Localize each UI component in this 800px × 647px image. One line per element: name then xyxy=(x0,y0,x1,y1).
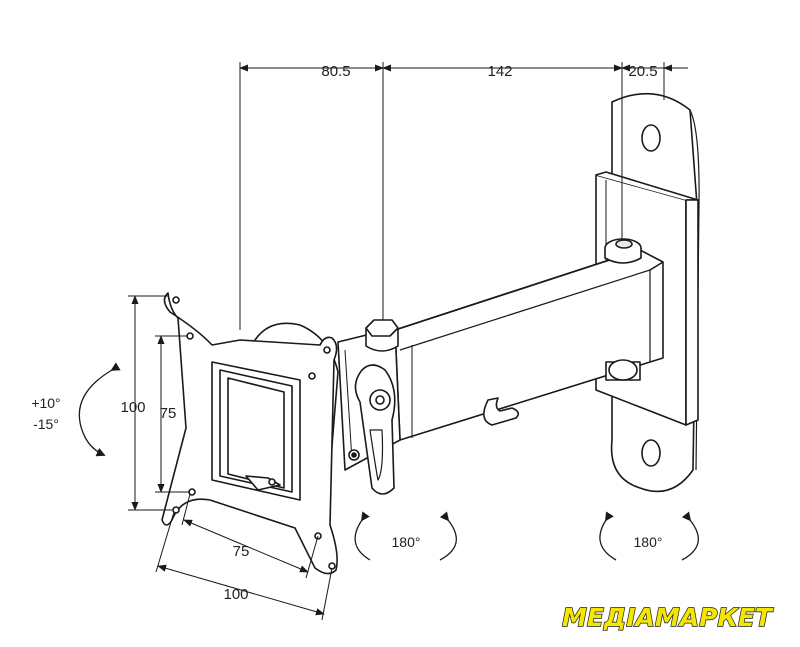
rotation-arrows xyxy=(78,362,699,561)
dimension-lines xyxy=(128,62,688,621)
swivel-head-label: 180° xyxy=(392,534,421,550)
dim-75-vertical: 75 xyxy=(160,405,177,422)
mediamarket-logo: МЕДІАМАРКЕТ xyxy=(562,603,774,632)
dim-142: 142 xyxy=(487,63,512,80)
dim-100-vertical: 100 xyxy=(120,399,145,416)
wall-plate-hole-bottom xyxy=(641,439,661,467)
dim-80-5: 80.5 xyxy=(321,63,350,80)
tilt-up-label: +10° xyxy=(31,395,60,411)
vesa-hole xyxy=(172,506,180,514)
dim-75-horizontal: 75 xyxy=(233,543,250,560)
tilt-down-label: -15° xyxy=(33,416,59,432)
wall-plate-hole-top xyxy=(641,124,661,152)
wall-pivot xyxy=(604,238,642,381)
swivel-wall-label: 180° xyxy=(634,534,663,550)
extension-arm xyxy=(394,249,664,441)
vesa-plate xyxy=(161,292,338,575)
vesa-hole xyxy=(323,346,331,354)
vesa-hole xyxy=(172,296,180,304)
tilt-lever xyxy=(354,364,396,495)
dim-20-5: 20.5 xyxy=(628,63,657,80)
dim-100-horizontal: 100 xyxy=(223,586,248,603)
vesa-hole xyxy=(308,372,316,380)
